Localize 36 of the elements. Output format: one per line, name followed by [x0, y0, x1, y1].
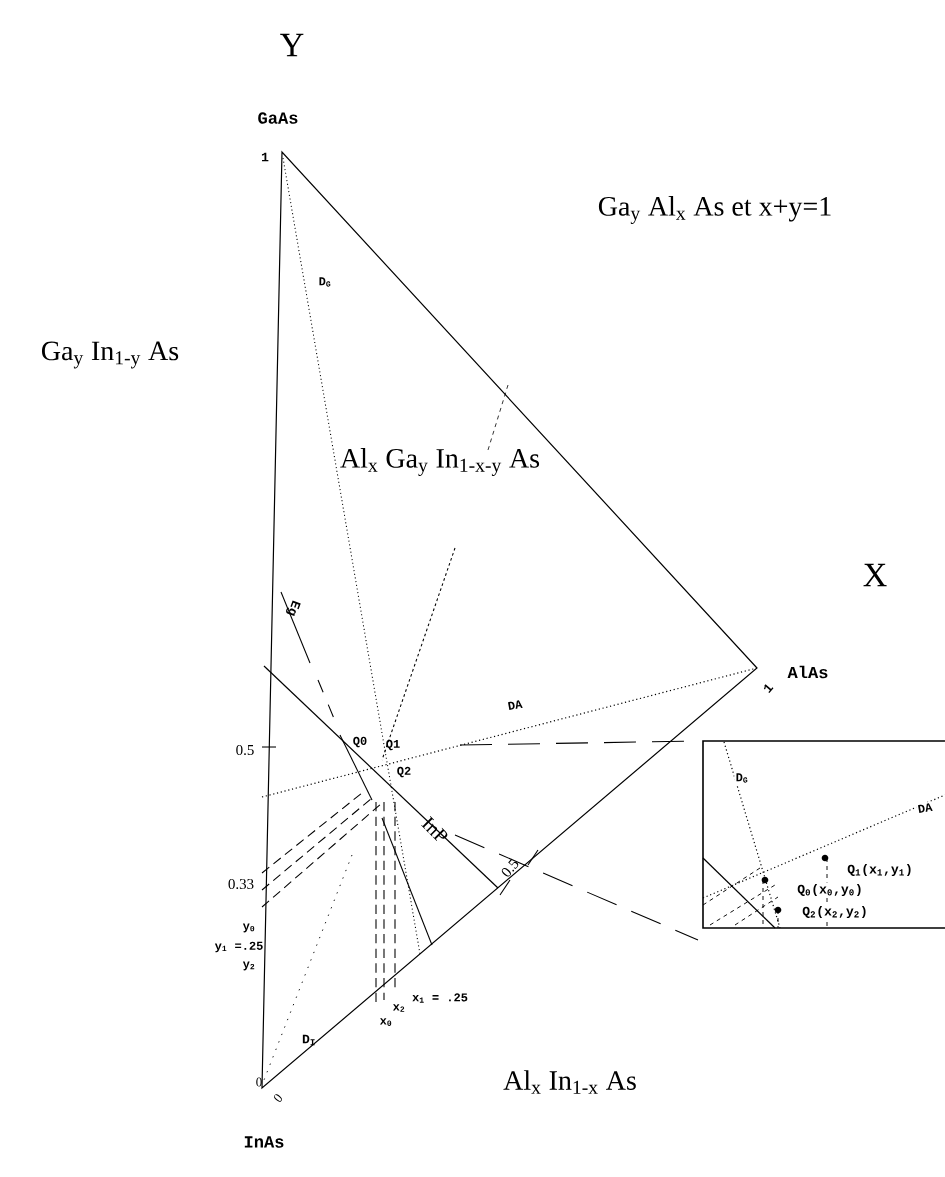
diagram-label: D$_{G}$	[319, 277, 331, 287]
diagram-label: 1	[261, 152, 269, 162]
diagram-label: InP	[421, 816, 448, 841]
inset-label: DA	[915, 801, 935, 815]
diagram-label: InAs	[244, 1136, 284, 1148]
diagram-label: y$_{0}$	[242, 923, 255, 933]
diagram-label: Ga$_{y}$ In$_{1-y}$ As	[42, 341, 179, 369]
diagram-label: 1	[763, 684, 774, 694]
inset-label: Q$_{0}$(x$_{0}$,y$_{0}$)	[795, 882, 865, 898]
diagram-label: 0	[274, 1094, 282, 1102]
diagram-label: 0.5	[501, 858, 519, 877]
diagram-label: Eg	[286, 600, 301, 617]
diagram-label: 0.33	[228, 878, 254, 890]
diagram-label: X	[863, 563, 887, 587]
diagram-label: y$_{2}$	[242, 961, 255, 971]
diagram-label: AlAs	[787, 665, 828, 679]
diagram-label: Al$_{x}$ In$_{1-x}$ As	[503, 1070, 636, 1094]
inset-label: D$_{G}$	[734, 772, 750, 784]
inset-box	[702, 740, 945, 929]
diagram-label: Q0	[353, 736, 367, 748]
diagram-label: Y	[280, 33, 304, 57]
diagram-label: GaAs	[258, 112, 298, 124]
diagram-label: 0.5	[236, 744, 254, 756]
diagram-label: x$_{0}$	[379, 1018, 392, 1026]
diagram-label: Al$_{x}$ Ga$_{y}$ In$_{1-x-y}$ As	[340, 448, 540, 476]
diagram-label: Ga$_{y}$ Al$_{x}$ As et x+y=1	[598, 196, 831, 224]
inset-label: Q$_{1}$(x$_{1}$,y$_{1}$)	[845, 862, 915, 878]
diagram-label: D$_{I}$	[302, 1034, 315, 1046]
diagram-label: x$_{1}$ = .25	[412, 993, 468, 1003]
inset-label: Q$_{2}$(x$_{2}$,y$_{2}$)	[800, 904, 870, 920]
diagram-label: Q1	[386, 739, 400, 751]
diagram-label: 0	[256, 1077, 262, 1087]
diagram-label: DA	[508, 700, 523, 710]
diagram-label: Q2	[397, 766, 411, 778]
diagram-label: y$_{1}$ =.25	[214, 941, 263, 953]
diagram-label: x$_{2}$	[392, 1004, 405, 1012]
